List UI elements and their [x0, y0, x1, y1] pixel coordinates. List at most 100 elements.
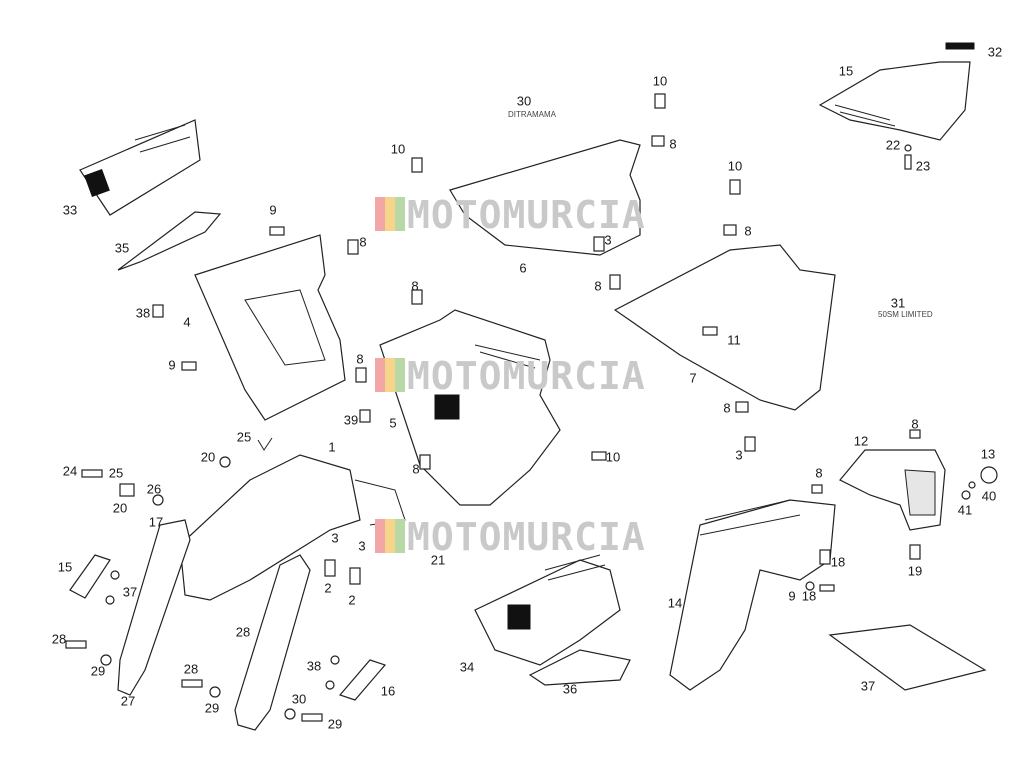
part-label: 8 [815, 465, 823, 481]
watermark-middle: MOTOMURCIA [375, 357, 646, 395]
part-label: 4 [183, 314, 191, 330]
plate-15-left [69, 554, 111, 599]
watermark-bottom: MOTOMURCIA [375, 518, 646, 556]
part-label: 15 [838, 63, 854, 79]
part-label: 10 [390, 141, 406, 157]
decal-33 [474, 559, 621, 666]
rear-fender-13 [669, 499, 836, 691]
part-label: 20 [112, 500, 128, 516]
part-label: 9 [269, 202, 277, 218]
part-label: 23 [915, 158, 931, 174]
watermark-flag [375, 358, 405, 392]
part-label: 38 [135, 305, 151, 321]
hardware [65, 93, 976, 722]
part-label: 12 [853, 433, 869, 449]
part-label: 28 [183, 661, 199, 677]
watermark-top: MOTOMURCIA [375, 196, 646, 234]
part-label: 30 [516, 93, 532, 109]
part-label: 35 [114, 240, 130, 256]
part-label: 10 [652, 73, 668, 89]
part-label: 3 [604, 232, 612, 248]
part-label: 8 [411, 278, 419, 294]
part-label: 25 [108, 465, 124, 481]
part-label: 1 [328, 439, 336, 455]
part-label: 2 [348, 592, 356, 608]
front-fender-1 [179, 454, 361, 601]
part-label: 37 [122, 584, 138, 600]
part-label: 36 [562, 681, 578, 697]
part-label: 18 [801, 588, 817, 604]
part-label: 8 [412, 461, 420, 477]
part-label: 25 [236, 429, 252, 445]
part-label: 3 [331, 530, 339, 546]
cap-12 [980, 466, 998, 484]
decal-text-30-top: DITRAMAMA [508, 110, 556, 119]
part-label: 40 [981, 488, 997, 504]
part-label: 18 [830, 554, 846, 570]
part-label: 11 [727, 332, 741, 348]
part-label: 20 [200, 449, 216, 465]
trim-35 [528, 649, 631, 686]
decal-32-logo [84, 168, 110, 198]
part-label: 29 [327, 716, 343, 732]
part-label: 37 [860, 678, 876, 694]
clip-38 [152, 304, 164, 318]
part-label: 33 [62, 202, 78, 218]
fork-guard-27 [234, 554, 311, 731]
part-label: 26 [146, 481, 162, 497]
part-label: 41 [957, 502, 973, 518]
part-label: 29 [204, 700, 220, 716]
part-label: 15 [57, 559, 73, 575]
part-label: 32 [987, 44, 1003, 60]
part-label: 31 [890, 295, 906, 311]
side-panel-4 [194, 234, 346, 421]
part-label: 8 [359, 234, 367, 250]
decal-text-30-right: 50SM LIMITED [878, 310, 933, 319]
part-label: 27 [120, 693, 136, 709]
part-label: 8 [723, 400, 731, 416]
part-label: 8 [356, 351, 364, 367]
part-label: 2 [324, 580, 332, 596]
trim-34 [117, 211, 222, 271]
sheet-36 [828, 624, 987, 691]
part-label: 10 [605, 449, 621, 465]
cover-6 [449, 139, 641, 256]
part-label: 17 [148, 514, 164, 530]
fork-guard-26 [117, 519, 191, 696]
part-label: 9 [168, 357, 176, 373]
part-label: 9 [788, 588, 796, 604]
part-label: 3 [358, 538, 366, 554]
part-label: 39 [343, 412, 359, 428]
part-label: 5 [389, 415, 397, 431]
part-label: 29 [90, 663, 106, 679]
part-label: 8 [594, 278, 602, 294]
part-label: 3 [735, 447, 743, 463]
part-label: 10 [727, 158, 743, 174]
badge-31 [945, 42, 975, 50]
watermark-flag [375, 197, 405, 231]
part-label: 24 [62, 463, 78, 479]
part-label: 21 [430, 552, 446, 568]
part-label: 22 [885, 137, 901, 153]
part-label: 13 [980, 446, 996, 462]
plate-15-right [338, 659, 387, 701]
decal-33-logo [507, 604, 531, 630]
decal-32 [79, 119, 201, 216]
panel-5-logo [434, 394, 460, 420]
part-label: 7 [689, 370, 697, 386]
part-label: 6 [519, 260, 527, 276]
part-label: 28 [51, 631, 67, 647]
part-label: 38 [306, 658, 322, 674]
part-label: 19 [907, 563, 923, 579]
part-label: 16 [380, 683, 396, 699]
part-label: 28 [235, 624, 251, 640]
front-panel-5 [379, 309, 561, 506]
part-label: 34 [459, 659, 475, 675]
part-label: 30 [291, 691, 307, 707]
part-label: 14 [667, 595, 683, 611]
watermark-flag [375, 519, 405, 553]
side-panel-7 [613, 244, 836, 411]
part-label: 8 [744, 223, 752, 239]
